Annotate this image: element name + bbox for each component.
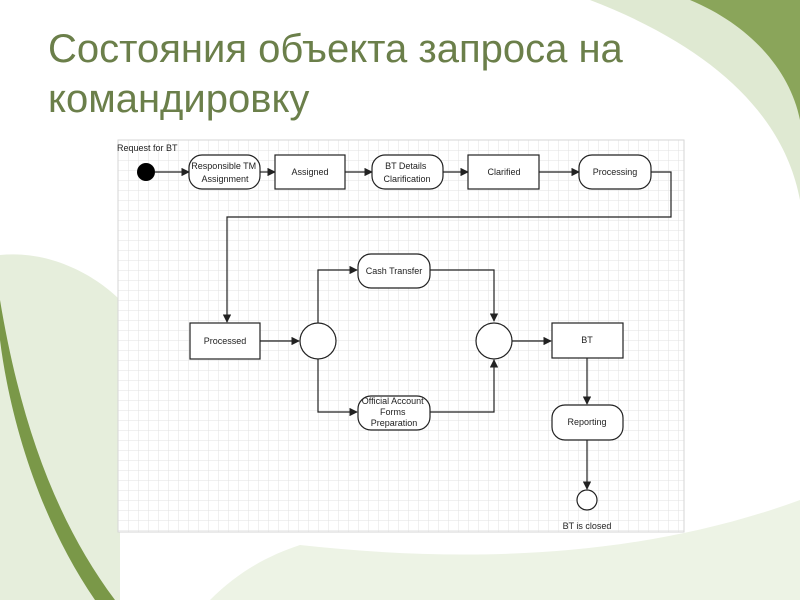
state-cash-transfer-label: Cash Transfer	[366, 266, 423, 276]
state-processed-label: Processed	[204, 336, 247, 346]
transition-processing-to-processed	[222, 171, 672, 323]
state-processing	[578, 154, 652, 190]
state-cash-transfer	[357, 253, 431, 289]
transition-fork-to-official-forms	[317, 359, 358, 417]
state-responsible-tm-assignment	[188, 154, 261, 190]
transition-cash-transfer-to-join	[430, 269, 499, 322]
state-clarified-label: Clarified	[487, 167, 520, 177]
state-bt-details-clarification-label: BT Details Clarification	[383, 161, 430, 184]
state-processed	[189, 322, 261, 360]
state-reporting	[551, 404, 624, 441]
start-node	[137, 163, 155, 181]
join-node	[475, 322, 513, 360]
start-label: Request for BT	[117, 143, 178, 153]
state-processing-label: Processing	[593, 167, 638, 177]
bottom-swoosh	[210, 500, 800, 600]
state-reporting-label: Reporting	[567, 417, 606, 427]
transitions	[155, 167, 672, 490]
left-swoosh	[0, 254, 120, 600]
top-right-swoosh-accent	[690, 0, 800, 120]
state-responsible-tm-assignment-label: Responsible TM Assignment	[191, 161, 258, 184]
state-assigned	[274, 154, 346, 190]
state-clarified	[467, 154, 540, 190]
end-node	[576, 489, 598, 511]
state-official-account-forms-preparation	[357, 395, 431, 431]
state-assigned-label: Assigned	[291, 167, 328, 177]
transition-fork-to-cash-transfer	[317, 265, 358, 323]
end-label: BT is closed	[563, 521, 612, 531]
transition-official-forms-to-join	[430, 359, 499, 413]
state-bt-label: BT	[581, 335, 593, 345]
slide-title: Состояния объекта запроса на командировк…	[48, 27, 623, 121]
fork-node	[299, 322, 337, 360]
state-official-account-forms-preparation-label: Official Account Forms Preparation	[362, 396, 426, 428]
state-bt	[551, 322, 624, 359]
state-bt-details-clarification	[371, 154, 444, 190]
top-right-swoosh	[590, 0, 800, 200]
